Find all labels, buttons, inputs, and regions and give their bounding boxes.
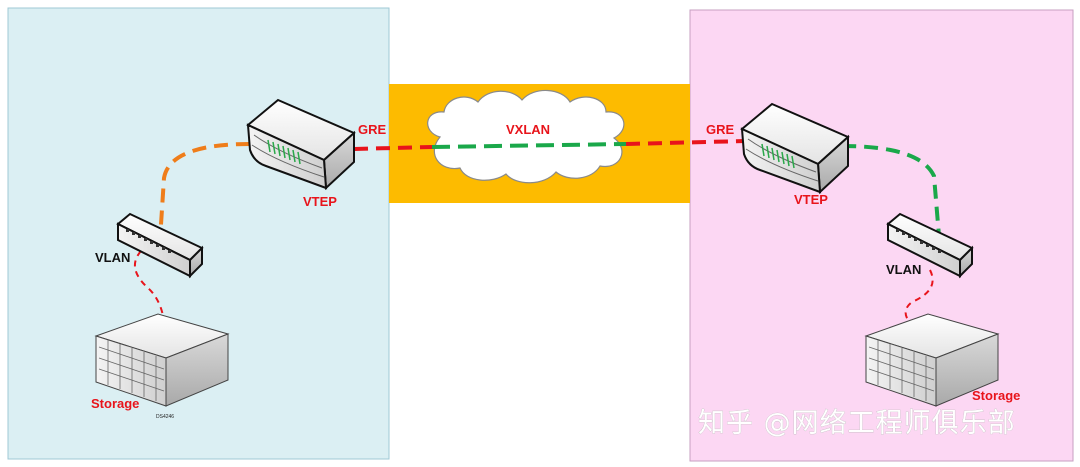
gre-label-right: GRE (706, 122, 735, 137)
vlan-label-left: VLAN (95, 250, 130, 265)
vxlan-cloud (427, 89, 625, 184)
right-storage-link (904, 269, 934, 359)
gre-tunnel-right (625, 139, 747, 146)
gre-tunnel-left (353, 145, 433, 151)
storage-model-label: DS4246 (156, 414, 174, 420)
left-storage-link (133, 250, 167, 351)
vxlan-label: VXLAN (506, 122, 550, 137)
storage-label-right: Storage (972, 388, 1020, 403)
vlan-label-right: VLAN (886, 262, 921, 277)
right-access-link (841, 144, 942, 249)
watermark: 知乎 @网络工程师俱乐部 (698, 408, 1016, 439)
gre-label-left: GRE (358, 122, 387, 137)
left-access-link (158, 142, 251, 241)
vtep-label-left: VTEP (303, 194, 337, 209)
vxlan-tunnel (431, 142, 627, 149)
storage-label-left: Storage (91, 396, 139, 411)
vtep-label-right: VTEP (794, 192, 828, 207)
